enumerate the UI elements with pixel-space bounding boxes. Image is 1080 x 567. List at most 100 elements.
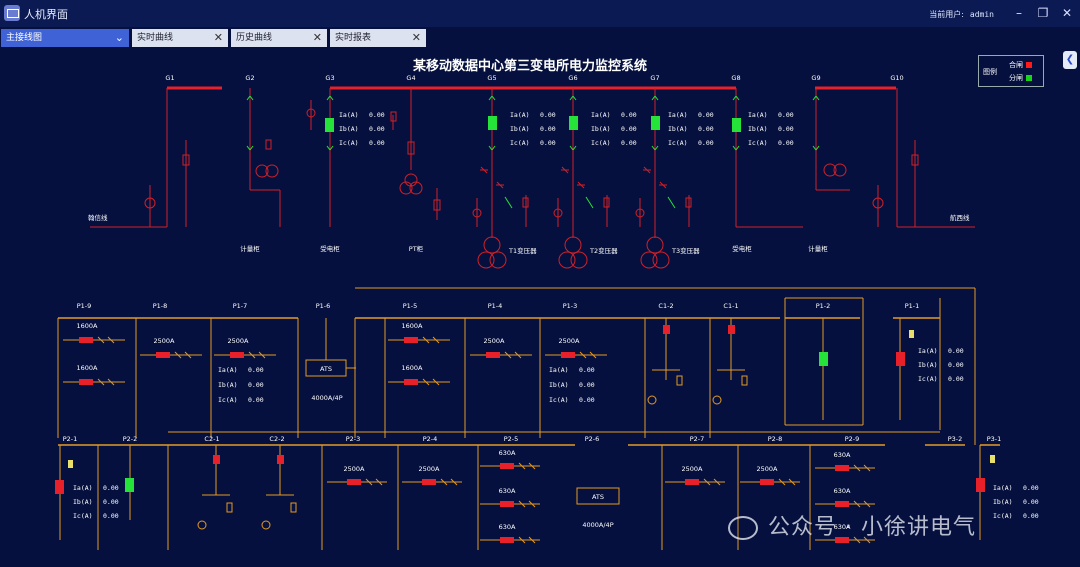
switch-symbol	[480, 166, 488, 174]
tab-label: 实时报表	[335, 33, 372, 43]
tab-history-curve[interactable]: 历史曲线✕	[231, 29, 327, 47]
meas-label: Ic(A)	[591, 139, 611, 147]
panel-label-C1-1: C1-1	[723, 302, 738, 310]
app-icon	[4, 5, 20, 21]
breaker-closed	[486, 352, 500, 358]
switch-symbol	[713, 478, 721, 486]
earth-glyph	[569, 145, 574, 151]
earth-glyph	[329, 145, 334, 151]
minimize-icon[interactable]: –	[1016, 6, 1022, 20]
rating-label: 1600A	[77, 364, 99, 372]
page-title: 某移动数据中心第三变电所电力监控系统	[412, 59, 647, 74]
earth-glyph	[326, 95, 331, 101]
earth-glyph	[488, 95, 493, 101]
switch-symbol	[579, 351, 587, 359]
breaker-closed	[500, 463, 514, 469]
panel-label-P1-7: P1-7	[233, 302, 248, 310]
legend-open: 分闸	[1009, 73, 1032, 83]
panel-label-P2-6: P2-6	[585, 435, 600, 443]
rating-label: 1600A	[77, 322, 99, 330]
chevron-down-icon[interactable]: ⌄	[114, 31, 124, 44]
meas-label: Ic(A)	[510, 139, 530, 147]
meas-value: 0.00	[698, 111, 714, 119]
earth-glyph	[735, 145, 740, 151]
meas-value: 0.00	[1023, 498, 1039, 506]
rating-label: 2500A	[757, 465, 779, 473]
gen-label-G8: G8	[731, 74, 740, 82]
switch-symbol	[528, 462, 536, 470]
meas-value: 0.00	[579, 396, 595, 404]
earth-glyph	[732, 95, 737, 101]
rating-label: 1600A	[402, 322, 424, 330]
transformer-secondary	[558, 251, 576, 269]
meas-label: Ia(A)	[591, 111, 611, 119]
transformer-secondary	[640, 251, 658, 269]
breaker-closed	[422, 479, 436, 485]
earth-glyph	[246, 95, 251, 101]
switch-symbol	[450, 478, 458, 486]
earth-glyph	[651, 145, 656, 151]
switch-symbol	[518, 536, 526, 544]
earth-glyph	[569, 95, 574, 101]
earth-glyph	[735, 95, 740, 101]
switch-symbol	[853, 464, 861, 472]
earth-glyph	[654, 95, 659, 101]
meas-label: Ic(A)	[748, 139, 768, 147]
meas-value: 0.00	[621, 111, 637, 119]
right-line-label: 航西线	[950, 213, 970, 222]
meas-value: 0.00	[369, 125, 385, 133]
close-icon[interactable]: ✕	[1061, 6, 1073, 20]
switch-symbol	[174, 351, 182, 359]
breaker-closed	[156, 352, 170, 358]
switch-symbol	[496, 181, 504, 189]
app-title: 人机界面	[24, 8, 68, 21]
fuse-symbol	[433, 199, 441, 211]
switch-symbol	[514, 351, 522, 359]
breaker-closed	[835, 465, 849, 471]
meas-label: Ia(A)	[510, 111, 530, 119]
close-tab-icon[interactable]: ✕	[312, 31, 322, 44]
ats-box	[576, 487, 620, 505]
close-tab-icon[interactable]: ✕	[213, 31, 223, 44]
meas-label: Ib(A)	[510, 125, 530, 133]
meas-label: Ic(A)	[339, 139, 359, 147]
panel-label-P1-5: P1-5	[403, 302, 418, 310]
fuse-symbol	[407, 141, 415, 155]
current-user-label: 当前用户:	[929, 10, 964, 19]
tab-realtime-report[interactable]: 实时报表 ✕	[330, 29, 426, 47]
capacitor-symbol	[712, 395, 722, 405]
close-tab-icon[interactable]: ✕	[411, 31, 421, 44]
closed-swatch-icon	[1026, 62, 1032, 68]
tab-main-diagram[interactable]: 主接线图⌄	[1, 29, 129, 47]
meas-value: 0.00	[248, 381, 264, 389]
pt-symbol	[399, 181, 413, 195]
panel-label-C1-2: C1-2	[658, 302, 673, 310]
collapse-panel-button[interactable]: ❮	[1063, 51, 1077, 69]
meas-label: Ia(A)	[73, 484, 93, 492]
earth-glyph	[246, 145, 251, 151]
reactor-symbol	[226, 502, 233, 513]
panel-label-C2-2: C2-2	[269, 435, 284, 443]
breaker-closed	[79, 337, 93, 343]
rating-label: 2500A	[559, 337, 581, 345]
breaker-closed	[976, 478, 985, 492]
earth-glyph	[491, 95, 496, 101]
tab-label: 实时曲线	[137, 33, 174, 43]
meas-value: 0.00	[540, 139, 556, 147]
restore-icon[interactable]: ❐	[1037, 6, 1049, 20]
capacitor-symbol	[647, 395, 657, 405]
transformer-symbol	[255, 164, 269, 178]
meas-label: Ib(A)	[918, 361, 938, 369]
meas-value: 0.00	[621, 125, 637, 133]
tab-realtime-curve[interactable]: 实时曲线 ✕	[132, 29, 228, 47]
breaker-closed	[347, 479, 361, 485]
panel-label-P1-2: P1-2	[816, 302, 831, 310]
switch-symbol	[863, 500, 871, 508]
switch-symbol	[788, 478, 796, 486]
meas-value: 0.00	[540, 111, 556, 119]
gen-label-G10: G10	[890, 74, 903, 82]
earth-glyph	[654, 145, 659, 151]
transformer-label: T3变压器	[671, 246, 700, 255]
transformer-label: T2变压器	[589, 246, 618, 255]
ats-label: ATS	[592, 493, 604, 501]
